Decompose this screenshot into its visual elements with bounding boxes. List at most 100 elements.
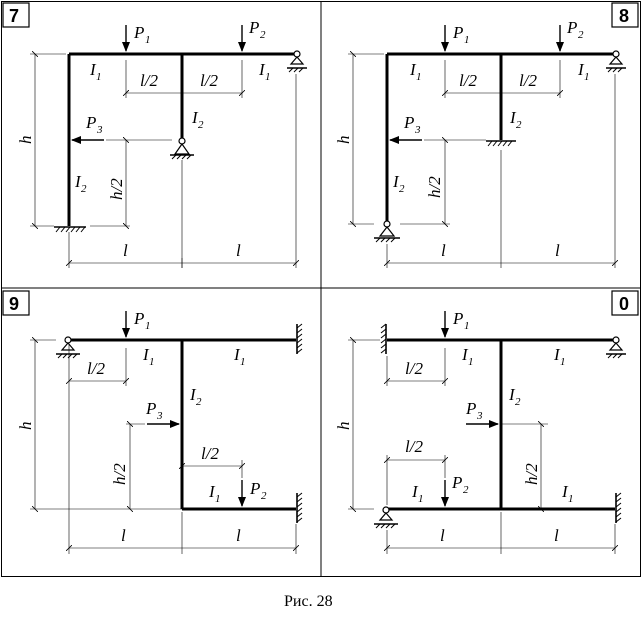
load-p3-label: P — [465, 399, 476, 418]
load-p2-label: P — [248, 18, 259, 37]
dim-h: h — [334, 422, 353, 431]
dim-l-left: l — [123, 241, 128, 260]
load-p2-label: P — [566, 18, 577, 37]
roller-support-bottom — [374, 506, 398, 529]
inertia-i1-top-left: I — [461, 345, 469, 364]
load-p1-label: P — [133, 309, 144, 328]
pin-support — [170, 137, 194, 160]
panel-0: 0 — [334, 290, 639, 554]
dim-l2-right: l/2 — [519, 71, 537, 90]
load-p3-sub: 3 — [156, 410, 163, 422]
pin-support — [374, 220, 400, 243]
dim-h2: h/2 — [522, 463, 541, 485]
fixed-wall-top — [296, 323, 303, 354]
inertia-i1-bottom-sub: 1 — [215, 493, 221, 505]
frame-members — [69, 338, 296, 511]
load-p2-label: P — [451, 473, 462, 492]
load-p1-sub: 1 — [145, 34, 151, 46]
panel-grid — [1, 1, 641, 577]
load-p3-label: P — [85, 113, 96, 132]
inertia-i1-right: I — [258, 60, 266, 79]
inertia-i2-left: I — [74, 172, 82, 191]
roller-support-top — [606, 336, 626, 359]
dimension-lines — [30, 340, 296, 554]
inertia-i1-bottom-right: I — [561, 482, 569, 501]
inertia-i1-bottom-right-sub: 1 — [568, 493, 574, 505]
dim-h: h — [16, 422, 35, 431]
roller-support — [287, 50, 307, 73]
inertia-i2-column: I — [191, 108, 199, 127]
dim-h: h — [334, 136, 353, 145]
dim-l2-left: l/2 — [140, 71, 158, 90]
panel-number: 9 — [9, 294, 19, 314]
inertia-i1-top-left-sub: 1 — [149, 356, 155, 368]
panel-9: 9 P 1 — [2, 290, 303, 554]
inertia-i1-bottom: I — [208, 482, 216, 501]
fixed-support — [486, 140, 516, 147]
inertia-i1-bottom-left: I — [411, 482, 419, 501]
panel-number-box — [611, 290, 639, 316]
frame-members — [387, 338, 615, 511]
dim-l2-left: l/2 — [87, 359, 105, 378]
load-p3-sub: 3 — [476, 410, 483, 422]
load-p2-sub: 2 — [578, 29, 584, 41]
load-p1-label: P — [452, 309, 463, 328]
dim-l-right: l — [555, 241, 560, 260]
dim-h: h — [16, 136, 35, 145]
inertia-i2-left: I — [392, 172, 400, 191]
inertia-i2-column: I — [509, 108, 517, 127]
load-p3-sub: 3 — [414, 124, 421, 136]
roller-support — [56, 336, 80, 359]
panel-8: 8 P — [334, 2, 639, 268]
load-p3-label: P — [145, 399, 156, 418]
load-p2-sub: 2 — [463, 484, 469, 496]
inertia-i1-top-right: I — [233, 345, 241, 364]
inertia-i2-column: I — [508, 385, 516, 404]
dim-l2-top: l/2 — [405, 359, 423, 378]
inertia-i1-left-sub: 1 — [96, 71, 102, 83]
inertia-i1-top-right-sub: 1 — [560, 356, 566, 368]
panel-number: 7 — [9, 6, 19, 26]
load-p2-sub: 2 — [260, 29, 266, 41]
fixed-wall-bottom — [296, 492, 303, 523]
dim-h2: h/2 — [425, 176, 444, 198]
dim-h2: h/2 — [107, 178, 126, 200]
load-p2-sub: 2 — [261, 490, 267, 502]
inertia-i1-right-sub: 1 — [584, 71, 590, 83]
inertia-i1-top-left: I — [142, 345, 150, 364]
dim-l-left: l — [121, 526, 126, 545]
load-p3-label: P — [403, 113, 414, 132]
load-p1-label: P — [133, 23, 144, 42]
inertia-i1-top-right: I — [553, 345, 561, 364]
roller-support — [606, 50, 626, 73]
inertia-i1-right-sub: 1 — [265, 71, 271, 83]
load-p1-sub: 1 — [464, 320, 470, 332]
inertia-i2-column-sub: 2 — [515, 396, 521, 408]
inertia-i2-left-sub: 2 — [399, 183, 405, 195]
panel-number-box — [611, 2, 639, 28]
dim-h2: h/2 — [110, 463, 129, 485]
dim-l-left: l — [440, 526, 445, 545]
dim-l2-right: l/2 — [201, 444, 219, 463]
dim-l-left: l — [441, 241, 446, 260]
panel-number-box — [2, 2, 30, 28]
dim-l2-right: l/2 — [200, 71, 218, 90]
load-p1-label: P — [452, 23, 463, 42]
panel-number-box — [2, 290, 30, 316]
inertia-i1-right: I — [577, 60, 585, 79]
dim-l2-bottom: l/2 — [405, 437, 423, 456]
panel-7: 7 — [2, 2, 307, 268]
inertia-i1-left: I — [89, 60, 97, 79]
dim-l2-left: l/2 — [459, 71, 477, 90]
dim-l-right: l — [554, 526, 559, 545]
dim-l-right: l — [236, 526, 241, 545]
fixed-support — [54, 226, 86, 233]
inertia-i2-column-sub: 2 — [196, 396, 202, 408]
inertia-i2-column: I — [189, 385, 197, 404]
inertia-i2-column-sub: 2 — [198, 119, 204, 131]
inertia-i1-top-right-sub: 1 — [240, 356, 246, 368]
fixed-wall-top — [380, 323, 387, 354]
load-p1-sub: 1 — [464, 34, 470, 46]
inertia-i1-left: I — [409, 60, 417, 79]
